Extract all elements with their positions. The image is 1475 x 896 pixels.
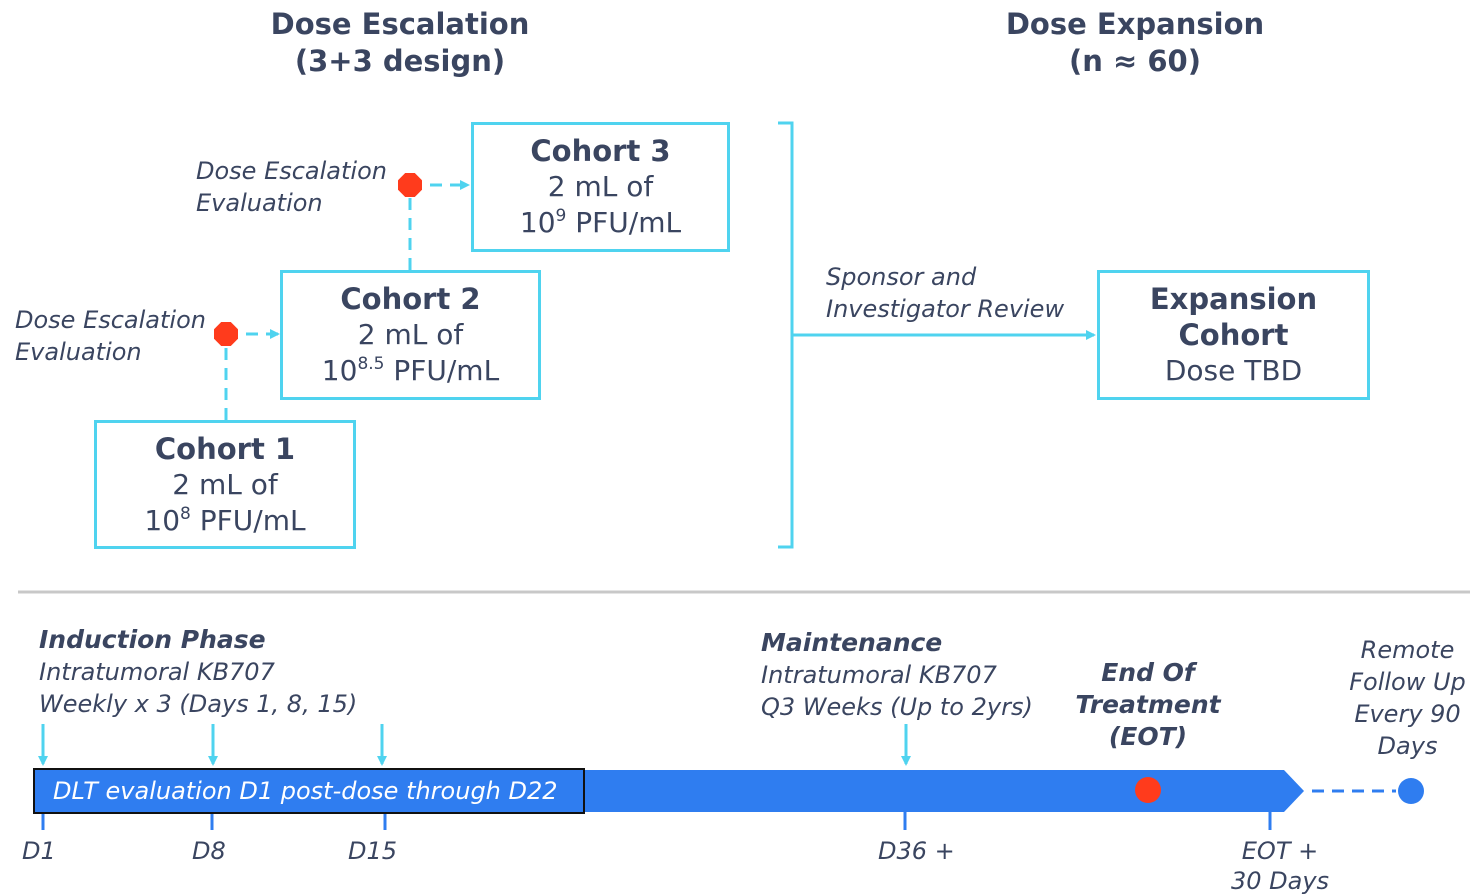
cohort-2-title: Cohort 2 (340, 282, 481, 316)
induction-phase-title: Induction Phase (39, 625, 266, 654)
escalation-header-line2: (3+3 design) (294, 44, 506, 78)
induction-phase-block: Induction Phase Intratumoral KB707 Weekl… (39, 624, 357, 720)
tick-label-d15: D15 (348, 837, 398, 865)
cohort-1-volume: 2 mL of (172, 468, 278, 501)
induction-phase-schedule: Weekly x 3 (Days 1, 8, 15) (39, 690, 358, 718)
induction-phase-drug: Intratumoral KB707 (39, 658, 275, 686)
cohort-1-box: Cohort 1 2 mL of 108 PFU/mL (94, 420, 356, 549)
cohort-3-dose-exponent: 9 (555, 206, 567, 226)
tick-label-d36: D36 + (878, 837, 955, 865)
cohort-3-box: Cohort 3 2 mL of 109 PFU/mL (471, 122, 730, 252)
tick-label-eot-line2: 30 Days (1230, 867, 1330, 895)
escalation-header-line1: Dose Escalation (270, 7, 530, 41)
review-label: Sponsor and Investigator Review (826, 261, 1064, 325)
evaluation-label-1-line2: Evaluation (15, 338, 142, 366)
cohort-1-dose-base: 10 (144, 504, 181, 537)
follow-up-label-line1: Remote (1360, 636, 1455, 664)
expansion-cohort-title-line2: Cohort (1178, 318, 1289, 352)
cohort-2-dose-base: 10 (321, 354, 358, 387)
tick-label-eot: EOT + 30 Days (1225, 836, 1335, 896)
review-label-line1: Sponsor and (826, 263, 977, 291)
review-label-line2: Investigator Review (826, 295, 1065, 323)
evaluation-label-2-line1: Dose Escalation (196, 157, 387, 185)
expansion-header-line2: (n ≈ 60) (1068, 44, 1201, 78)
cohort-1-dose-unit: PFU/mL (190, 504, 306, 537)
stop-sign-icon (214, 322, 238, 346)
cohort-3-dose-unit: PFU/mL (566, 206, 682, 239)
dlt-evaluation-window: DLT evaluation D1 post-dose through D22 (33, 768, 585, 814)
maintenance-phase-block: Maintenance Intratumoral KB707 Q3 Weeks … (761, 627, 1033, 723)
expansion-cohort-box: Expansion Cohort Dose TBD (1097, 270, 1370, 400)
eot-label: End Of Treatment (EOT) (1068, 657, 1228, 753)
review-bracket (778, 121, 794, 549)
expansion-cohort-title-line1: Expansion (1149, 282, 1318, 316)
eot-marker (1135, 777, 1161, 803)
follow-up-label-line4: Days (1377, 732, 1438, 760)
cohort-1-title: Cohort 1 (154, 432, 296, 466)
evaluation-label-1: Dose Escalation Evaluation (15, 304, 206, 368)
expansion-header-line1: Dose Expansion (1005, 7, 1265, 41)
follow-up-label-line2: Follow Up (1349, 668, 1466, 696)
evaluation-label-1-line1: Dose Escalation (15, 306, 206, 334)
cohort-2-dose: 108.5 PFU/mL (283, 353, 538, 389)
cohort-3-dose: 109 PFU/mL (474, 205, 727, 241)
stop-sign-icon (398, 173, 422, 197)
follow-up-label-line3: Every 90 (1354, 700, 1461, 728)
maintenance-phase-schedule: Q3 Weeks (Up to 2yrs) (761, 693, 1033, 721)
tick-label-d8: D8 (192, 837, 226, 865)
tick-label-eot-line1: EOT + (1241, 837, 1319, 865)
expansion-header: Dose Expansion (n ≈ 60) (975, 6, 1295, 80)
cohort-3-title: Cohort 3 (530, 134, 671, 168)
cohort-2-dose-exponent: 8.5 (357, 354, 385, 374)
expansion-cohort-dose: Dose TBD (1164, 354, 1303, 387)
tick-label-d1: D1 (22, 837, 56, 865)
cohort-2-dose-unit: PFU/mL (384, 354, 500, 387)
eot-label-line2: Treatment (1075, 690, 1221, 719)
cohort-3-dose-base: 10 (519, 206, 556, 239)
follow-up-dot (1398, 778, 1424, 804)
cohort-3-volume: 2 mL of (547, 170, 654, 203)
maintenance-phase-drug: Intratumoral KB707 (761, 661, 997, 689)
escalation-header: Dose Escalation (3+3 design) (240, 6, 560, 80)
cohort-1-dose-exponent: 8 (180, 504, 191, 524)
cohort-1-dose: 108 PFU/mL (97, 503, 353, 539)
cohort-2-volume: 2 mL of (357, 318, 464, 351)
evaluation-label-2: Dose Escalation Evaluation (196, 155, 387, 219)
cohort-2-box: Cohort 2 2 mL of 108.5 PFU/mL (280, 270, 541, 400)
maintenance-phase-title: Maintenance (761, 628, 943, 657)
evaluation-label-2-line2: Evaluation (196, 189, 323, 217)
eot-label-line3: (EOT) (1108, 722, 1188, 751)
eot-label-line1: End Of (1101, 658, 1195, 687)
follow-up-label: Remote Follow Up Every 90 Days (1340, 634, 1475, 762)
